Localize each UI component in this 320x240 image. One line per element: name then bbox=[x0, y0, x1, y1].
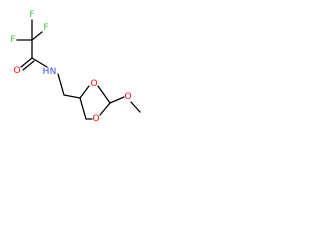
atom-o-carbonyl: O bbox=[13, 66, 20, 76]
bond-c-f-right bbox=[31, 31, 43, 41]
atom-f-top: F bbox=[29, 10, 34, 20]
atom-labels: F F F O H N O O O bbox=[10, 10, 131, 124]
atom-n-amide: N bbox=[50, 67, 57, 77]
bond-ring-c5-c4 bbox=[79, 97, 87, 120]
bond-carbonyl-double-a bbox=[20, 57, 33, 68]
bond-ring-c4-o3 bbox=[79, 85, 90, 99]
bond-o-methyl bbox=[130, 101, 141, 113]
bond-n-ch2 bbox=[57, 73, 65, 96]
atom-o-ring-upper: O bbox=[90, 79, 97, 89]
bond-carbonyl-double-b bbox=[22, 60, 35, 71]
bond-c2-o-methoxy bbox=[109, 96, 125, 104]
bond-ring-c2-o1 bbox=[99, 102, 111, 116]
atom-o-ring-lower: O bbox=[92, 114, 99, 124]
bond-carbonyl-n bbox=[31, 57, 48, 68]
atom-o-methoxy: O bbox=[124, 92, 131, 102]
atom-f-right: F bbox=[43, 23, 48, 33]
atom-f-left: F bbox=[10, 35, 15, 45]
atom-h-amide: H bbox=[43, 67, 50, 77]
bond-ch2-ring bbox=[63, 94, 81, 99]
bond-ring-o3-c2 bbox=[97, 85, 111, 104]
molecule-structure-diagram: F F F O H N O O O bbox=[10, 10, 141, 124]
bonds bbox=[16, 19, 141, 120]
